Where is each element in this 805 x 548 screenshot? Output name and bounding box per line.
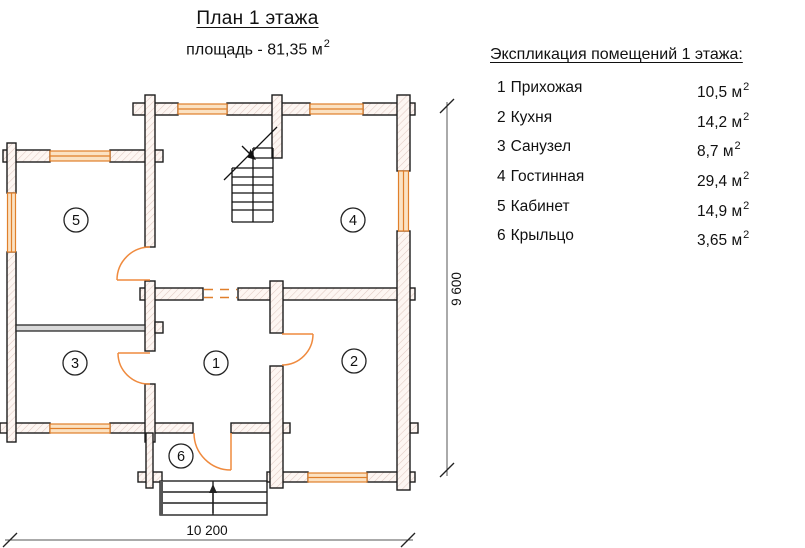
wall <box>144 94 156 248</box>
room-marker-kitchen: 2 <box>341 348 367 374</box>
room-marker-living: 4 <box>340 207 366 233</box>
windows <box>6 103 410 483</box>
door-porch <box>193 432 232 471</box>
wall <box>237 287 416 301</box>
wall <box>396 230 411 491</box>
svg-text:6: 6 <box>177 449 185 465</box>
wall <box>144 280 156 352</box>
legend-room-name: Прихожая <box>510 79 583 96</box>
doors <box>116 246 314 471</box>
stairs-arrow-head <box>247 149 256 160</box>
open-passage-dashed <box>204 288 237 299</box>
stairs-wall <box>271 94 283 159</box>
svg-text:4: 4 <box>349 213 357 229</box>
door-room3 <box>117 352 151 385</box>
wall <box>269 280 284 334</box>
legend-room-name: Кухня <box>510 108 553 126</box>
room-markers: 5 4 3 1 2 6 <box>62 207 367 469</box>
svg-text:5: 5 <box>72 213 80 229</box>
wall <box>6 142 17 194</box>
legend-room-name: Крыльцо <box>510 227 574 245</box>
legend-room-number: 1 <box>497 79 506 96</box>
legend-room-number: 4 <box>497 168 506 186</box>
room-marker-porch: 6 <box>168 443 194 469</box>
svg-text:3: 3 <box>71 356 79 372</box>
subtitle-unit-sup: 2 <box>323 38 330 50</box>
room-marker-bathroom: 3 <box>62 350 88 376</box>
svg-text:1: 1 <box>212 356 220 372</box>
dimension-height: 9 600 <box>439 98 464 478</box>
staircase <box>223 126 278 223</box>
wall <box>269 365 284 489</box>
entrance-steps <box>159 480 268 516</box>
wall <box>226 102 311 116</box>
legend-header: Экспликация помещений 1 этажа: <box>490 46 743 63</box>
window <box>397 170 410 232</box>
legend-room-number: 6 <box>497 227 506 245</box>
door-room5 <box>116 246 151 281</box>
legend-room-name: Санузел <box>510 138 572 156</box>
svg-text:2: 2 <box>350 354 358 370</box>
legend-room-number: 3 <box>497 138 506 156</box>
dimension-width-label: 10 200 <box>186 523 227 538</box>
dimension-height-label: 9 600 <box>449 272 464 306</box>
legend-room-area: 10,5 м2 <box>697 81 750 102</box>
room-marker-hallway: 1 <box>203 350 229 376</box>
page-subtitle: площадь - 81,35 м2 <box>140 38 375 59</box>
dimension-width: 10 200 <box>2 523 416 548</box>
wall-log-stub <box>409 422 419 434</box>
entrance-arrow-head <box>209 484 217 493</box>
window <box>307 472 368 483</box>
legend-room-number: 5 <box>497 197 506 215</box>
subtitle-unit: м <box>311 41 323 59</box>
legend-room-area: 14,2 м2 <box>697 110 750 131</box>
window <box>6 192 17 253</box>
partition-wall <box>15 324 146 332</box>
window <box>49 423 111 434</box>
room-marker-study: 5 <box>63 207 89 233</box>
subtitle-text: площадь - 81,35 <box>186 41 308 59</box>
legend-room-area: 8,7 м2 <box>697 140 741 161</box>
wall-log-stub <box>154 321 164 334</box>
door-room2 <box>281 333 314 366</box>
wall <box>230 422 291 434</box>
legend-room-area: 29,4 м2 <box>697 170 750 191</box>
wall <box>6 251 17 443</box>
porch-side-wall <box>145 432 154 489</box>
legend-room-name: Кабинет <box>510 197 570 215</box>
legend-room-area: 3,65 м2 <box>697 229 750 250</box>
legend-room-number: 2 <box>497 108 506 126</box>
legend-room-area: 14,9 м2 <box>697 199 750 220</box>
window <box>177 103 228 115</box>
wall <box>139 287 204 301</box>
window <box>309 103 364 115</box>
legend-room-name: Гостинная <box>510 168 585 186</box>
wall <box>396 94 411 172</box>
window <box>49 150 111 162</box>
page-title: План 1 этажа <box>196 8 319 29</box>
